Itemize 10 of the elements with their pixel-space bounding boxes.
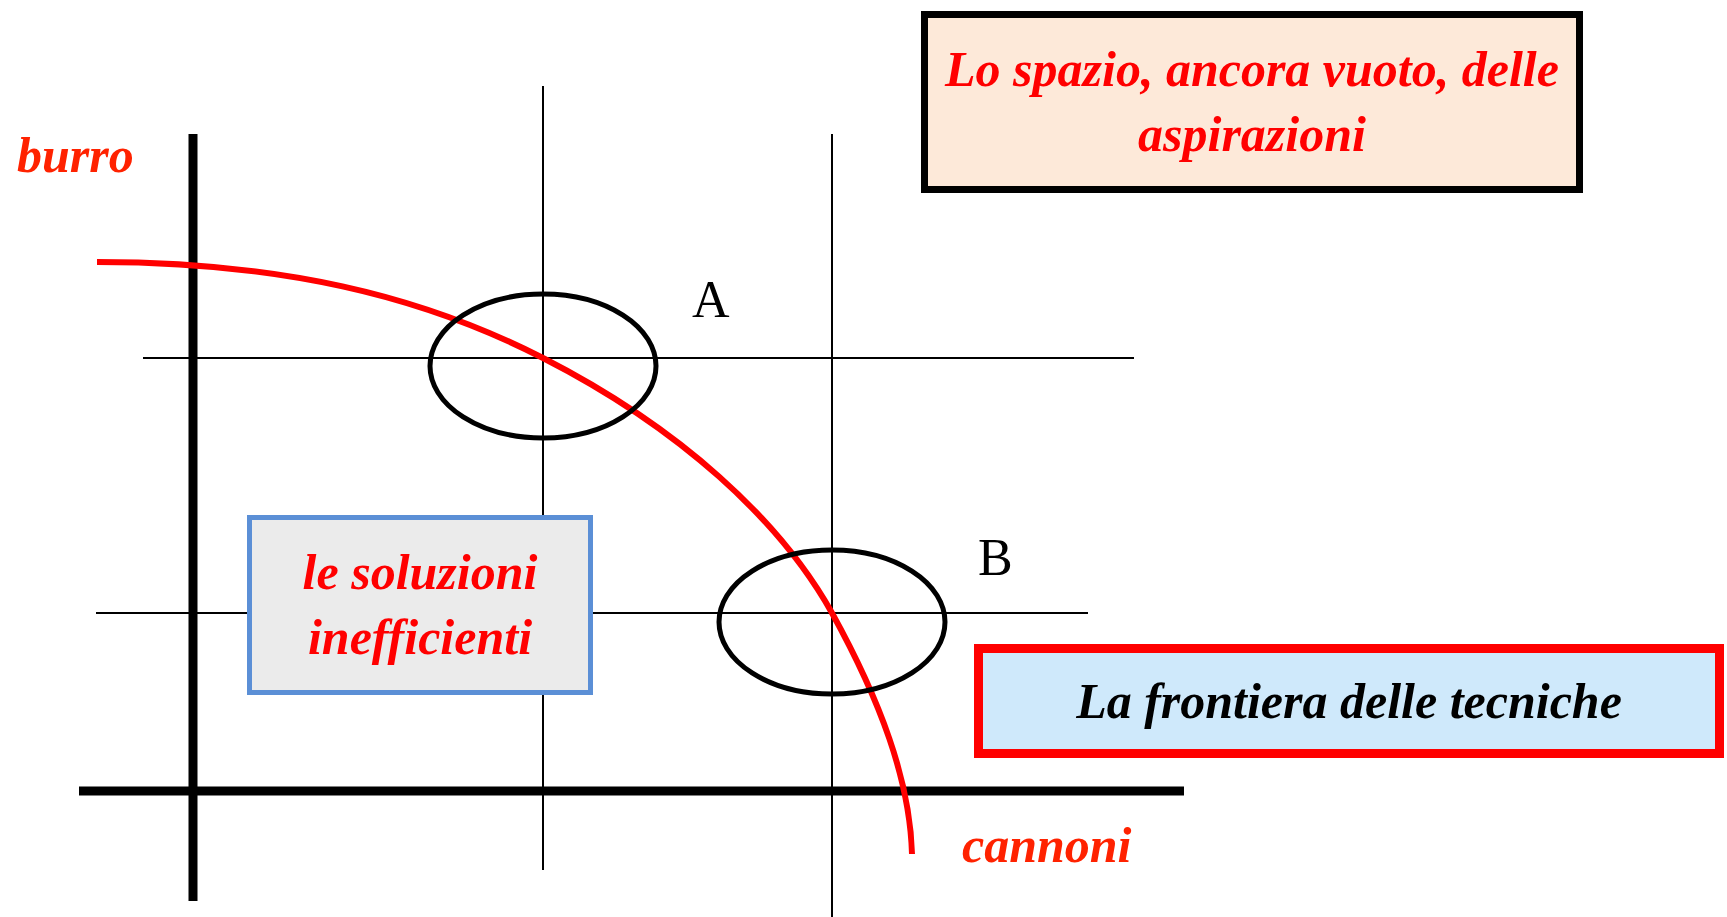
point-label: A xyxy=(692,274,730,326)
box-text: La frontiera delle tecniche xyxy=(1076,671,1622,731)
text-box xyxy=(974,644,1724,758)
axis-label: cannoni xyxy=(962,820,1132,870)
point-label: B xyxy=(978,532,1013,584)
text-box xyxy=(247,515,593,695)
title-box xyxy=(921,11,1583,193)
box-text: le soluzioni inefficienti xyxy=(301,543,539,667)
axis-label: burro xyxy=(17,130,134,180)
box-text: Lo spazio, ancora vuoto, delle aspirazioni xyxy=(943,40,1560,164)
